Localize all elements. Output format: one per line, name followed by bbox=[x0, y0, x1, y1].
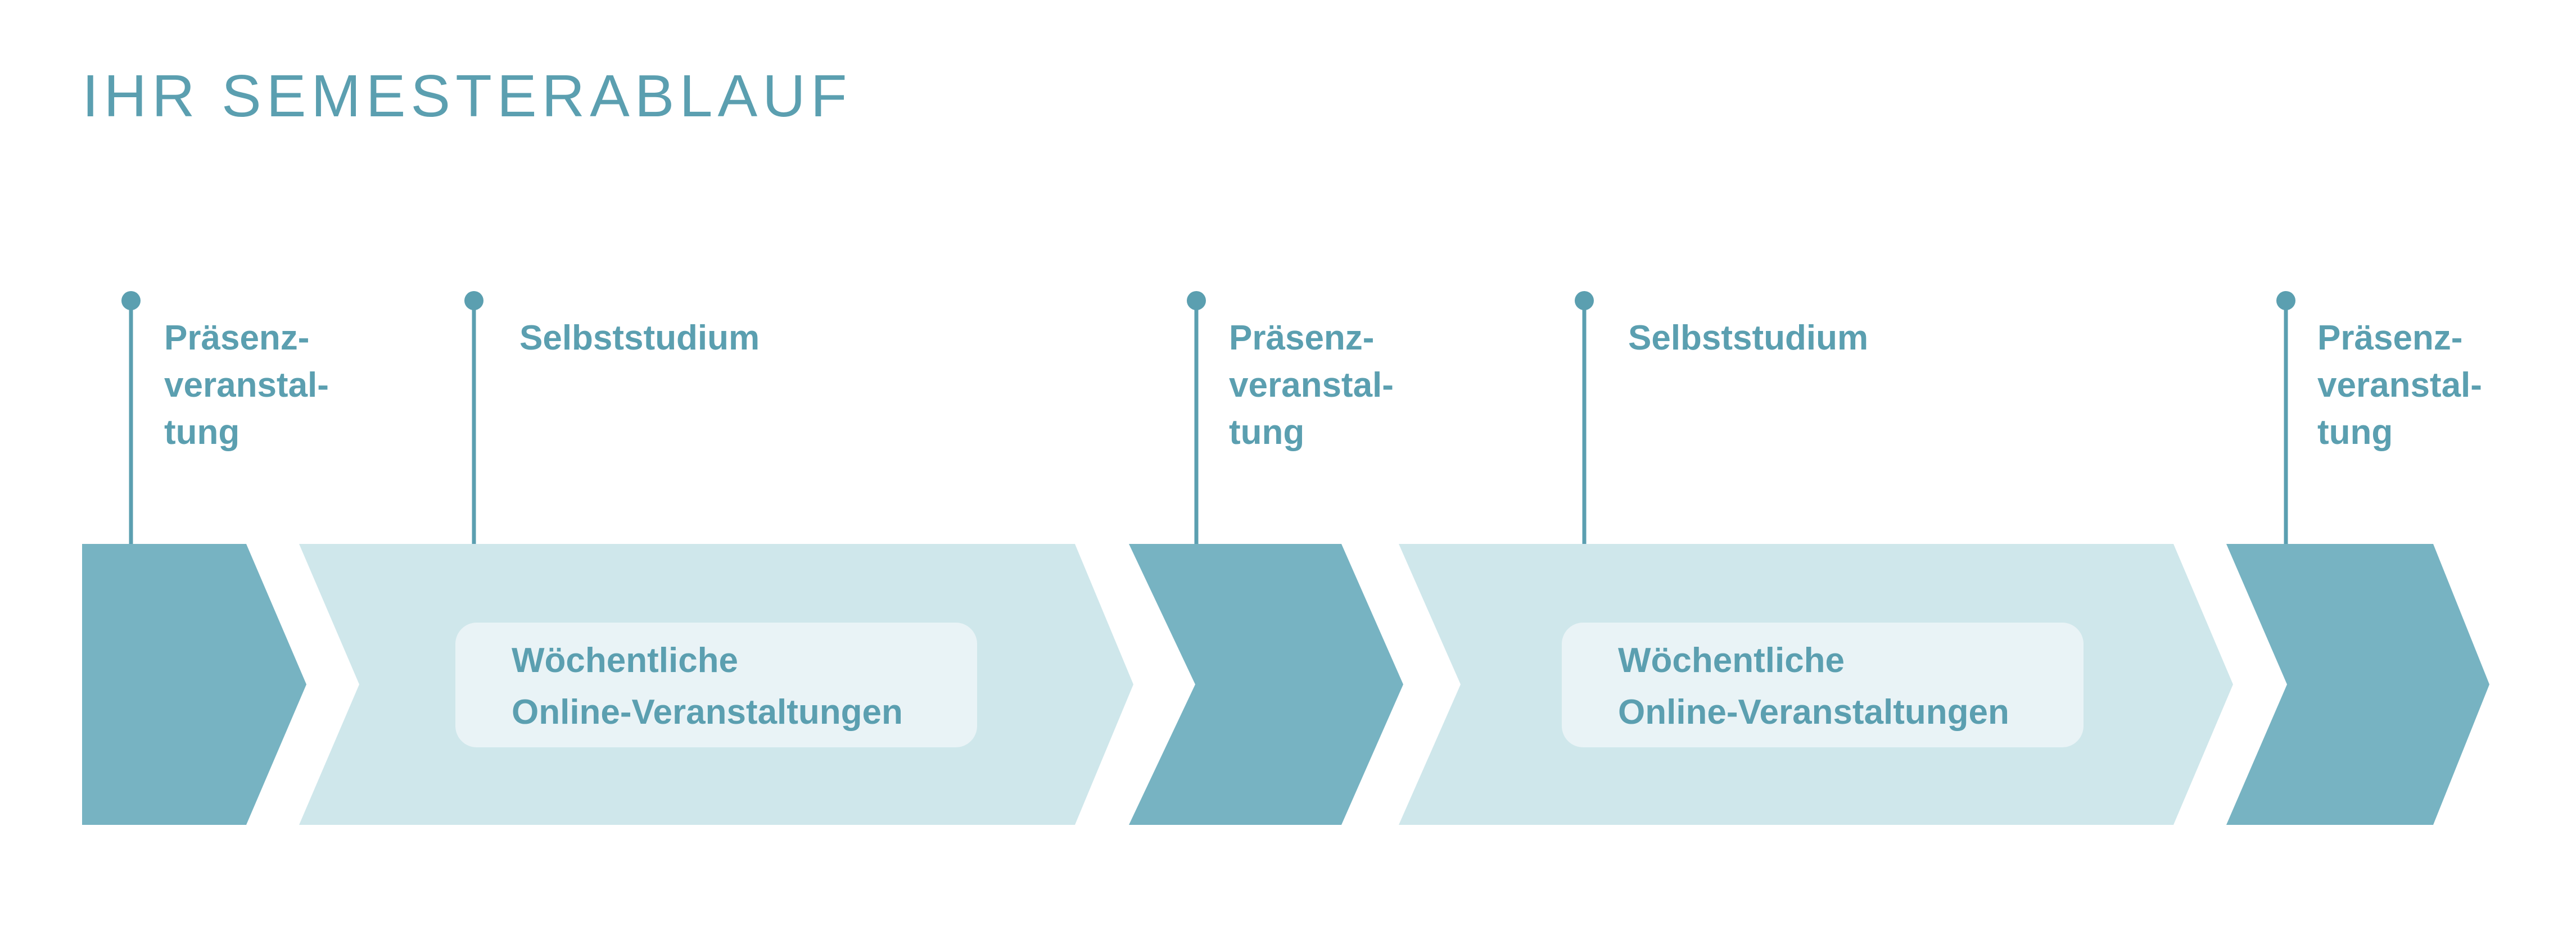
info-box-line: Wöchentliche bbox=[1618, 641, 1845, 680]
marker-dot-1 bbox=[121, 291, 141, 310]
online-sessions-box-2: Wöchentliche Online-Veranstaltungen bbox=[1562, 623, 2084, 747]
marker-label-line: tung bbox=[2317, 413, 2393, 452]
marker-label-line: tung bbox=[164, 413, 240, 452]
phase-presence-1 bbox=[82, 544, 306, 825]
marker-label-line: Präsenz- bbox=[2317, 319, 2463, 357]
info-box-line: Wöchentliche bbox=[512, 641, 739, 680]
marker-label-presence-3: Präsenz- veranstal- tung bbox=[2317, 315, 2482, 456]
info-box-line: Online-Veranstaltungen bbox=[1618, 693, 2009, 732]
marker-label-line: Präsenz- bbox=[164, 319, 310, 357]
info-box-line: Online-Veranstaltungen bbox=[512, 693, 903, 732]
marker-dot-2 bbox=[464, 291, 483, 310]
marker-dot-4 bbox=[1575, 291, 1594, 310]
marker-label-line: Selbststudium bbox=[519, 319, 760, 357]
marker-label-presence-1: Präsenz- veranstal- tung bbox=[164, 315, 329, 456]
marker-dot-3 bbox=[1187, 291, 1206, 310]
marker-label-self-study-2: Selbststudium bbox=[1628, 315, 1868, 362]
marker-label-line: veranstal- bbox=[2317, 366, 2482, 405]
marker-label-line: veranstal- bbox=[164, 366, 329, 405]
marker-dot-5 bbox=[2276, 291, 2295, 310]
marker-label-line: tung bbox=[1229, 413, 1305, 452]
phase-presence-3 bbox=[2226, 544, 2489, 825]
online-sessions-box-1: Wöchentliche Online-Veranstaltungen bbox=[455, 623, 977, 747]
marker-label-line: veranstal- bbox=[1229, 366, 1394, 405]
marker-label-line: Präsenz- bbox=[1229, 319, 1375, 357]
marker-label-self-study-1: Selbststudium bbox=[519, 315, 760, 362]
phase-presence-2 bbox=[1129, 544, 1403, 825]
page-title: IHR SEMESTERABLAUF bbox=[82, 63, 852, 129]
marker-label-presence-2: Präsenz- veranstal- tung bbox=[1229, 315, 1394, 456]
marker-label-line: Selbststudium bbox=[1628, 319, 1869, 357]
